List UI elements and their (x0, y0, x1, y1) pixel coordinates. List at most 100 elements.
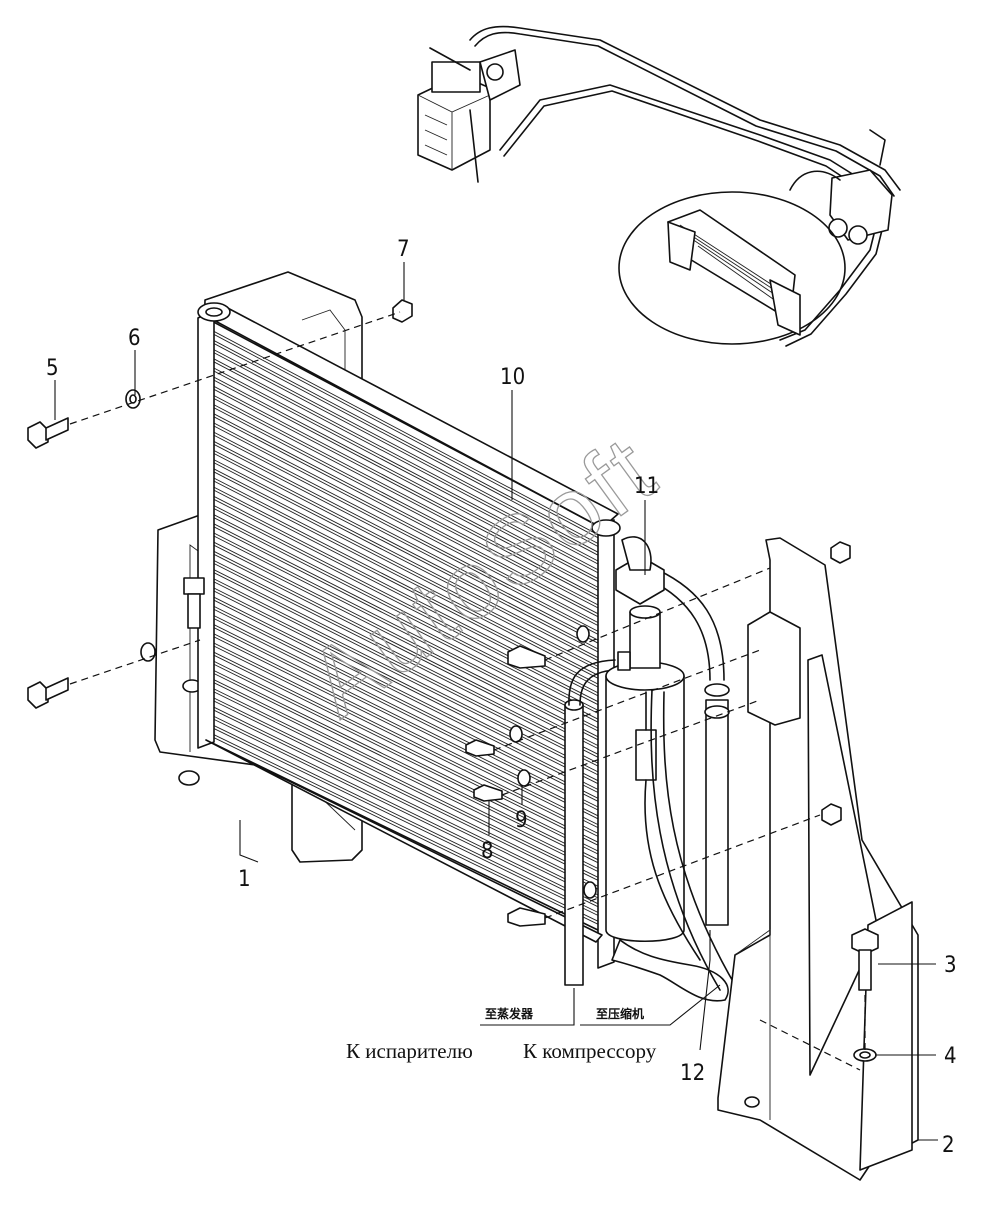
fin-line (205, 684, 603, 880)
fin-line (205, 363, 603, 573)
fin-line (205, 592, 603, 792)
fin-line (205, 537, 603, 740)
condenser-fins (205, 326, 603, 927)
fin-line (205, 449, 603, 655)
fin-line (205, 632, 603, 831)
fin-line (205, 519, 603, 722)
fin-line (205, 531, 603, 734)
fin-line (205, 611, 603, 810)
callout-5: 5 (46, 356, 59, 381)
fin-line (205, 733, 603, 927)
fin-line (205, 678, 603, 874)
fin-line (205, 656, 603, 854)
fin-line (205, 583, 603, 784)
fin-line (205, 436, 603, 643)
fin-line (205, 724, 603, 918)
fin-line (205, 455, 603, 661)
fin-line (205, 354, 603, 564)
callout-8: 8 (481, 839, 494, 864)
fin-line (205, 394, 603, 602)
callout-10: 10 (500, 365, 525, 390)
fin-line (205, 366, 603, 576)
assembly-lines (69, 311, 866, 1071)
fin-line (205, 705, 603, 901)
fin-line (205, 403, 603, 611)
fin-line (205, 372, 603, 582)
fin-line (205, 540, 603, 743)
fin-line (205, 623, 603, 822)
fin-line (205, 375, 603, 585)
fin-line (205, 730, 603, 924)
fin-line (205, 546, 603, 749)
fin-line (205, 446, 603, 652)
pipe-labels: 至蒸发器 至压缩机 К испарителю К компрессору (346, 1006, 657, 1063)
fin-line (205, 620, 603, 819)
fin-line (205, 329, 603, 541)
fin-line (205, 577, 603, 778)
fin-line (205, 696, 603, 892)
fin-line (205, 559, 603, 760)
callout-12: 12 (680, 1061, 705, 1086)
fin-line (205, 595, 603, 795)
fin-line (205, 338, 603, 549)
callout-4: 4 (944, 1044, 957, 1069)
fin-line (205, 476, 603, 681)
fin-line (205, 565, 603, 766)
fin-line (205, 381, 603, 590)
callout-9: 9 (515, 808, 528, 833)
fin-line (205, 629, 603, 828)
fin-line (205, 647, 603, 845)
fin-line (205, 335, 603, 546)
callout-3: 3 (944, 953, 957, 978)
fin-line (205, 430, 603, 637)
fin-line (205, 574, 603, 775)
fin-line (205, 384, 603, 593)
fin-line (205, 715, 603, 910)
fin-line (205, 693, 603, 889)
fin-line (205, 421, 603, 628)
fin-line (205, 473, 603, 678)
fin-line (205, 504, 603, 708)
fin-line (205, 659, 603, 857)
fin-line (205, 412, 603, 620)
label-to-evaporator-ru: К испарителю (346, 1039, 473, 1063)
fin-line (205, 458, 603, 664)
fin-line (205, 418, 603, 625)
fin-line (205, 586, 603, 787)
fin-line (205, 467, 603, 672)
fin-line (205, 650, 603, 848)
callout-1: 1 (238, 867, 251, 892)
fin-line (205, 604, 603, 804)
fin-line (205, 601, 603, 801)
fin-line (205, 439, 603, 646)
fin-line (205, 638, 603, 836)
callout-2: 2 (942, 1133, 955, 1158)
fin-line (205, 501, 603, 705)
label-to-evaporator-cn: 至蒸发器 (485, 1006, 534, 1021)
fin-line (205, 510, 603, 713)
fin-line (205, 513, 603, 716)
fin-line (205, 345, 603, 555)
fin-line (205, 528, 603, 731)
fin-line (205, 675, 603, 871)
fin-line (205, 712, 603, 907)
fin-line (205, 614, 603, 813)
label-to-compressor-ru: К компрессору (523, 1039, 657, 1063)
fin-line (205, 568, 603, 769)
fin-line (205, 391, 603, 599)
fin-line (205, 357, 603, 567)
fin-line (205, 348, 603, 558)
fin-line (205, 702, 603, 898)
callout-numbers: 1 2 3 4 5 6 7 8 9 10 11 12 (46, 237, 957, 1158)
label-to-compressor-cn: 至压缩机 (596, 1006, 644, 1021)
fin-line (205, 687, 603, 883)
fin-line (205, 427, 603, 634)
fin-line (205, 549, 603, 752)
leader-lines (54, 262, 938, 1141)
callout-11: 11 (634, 474, 659, 499)
callout-6: 6 (128, 326, 141, 351)
fin-line (205, 556, 603, 757)
fin-line (205, 666, 603, 863)
fin-line (205, 326, 603, 538)
